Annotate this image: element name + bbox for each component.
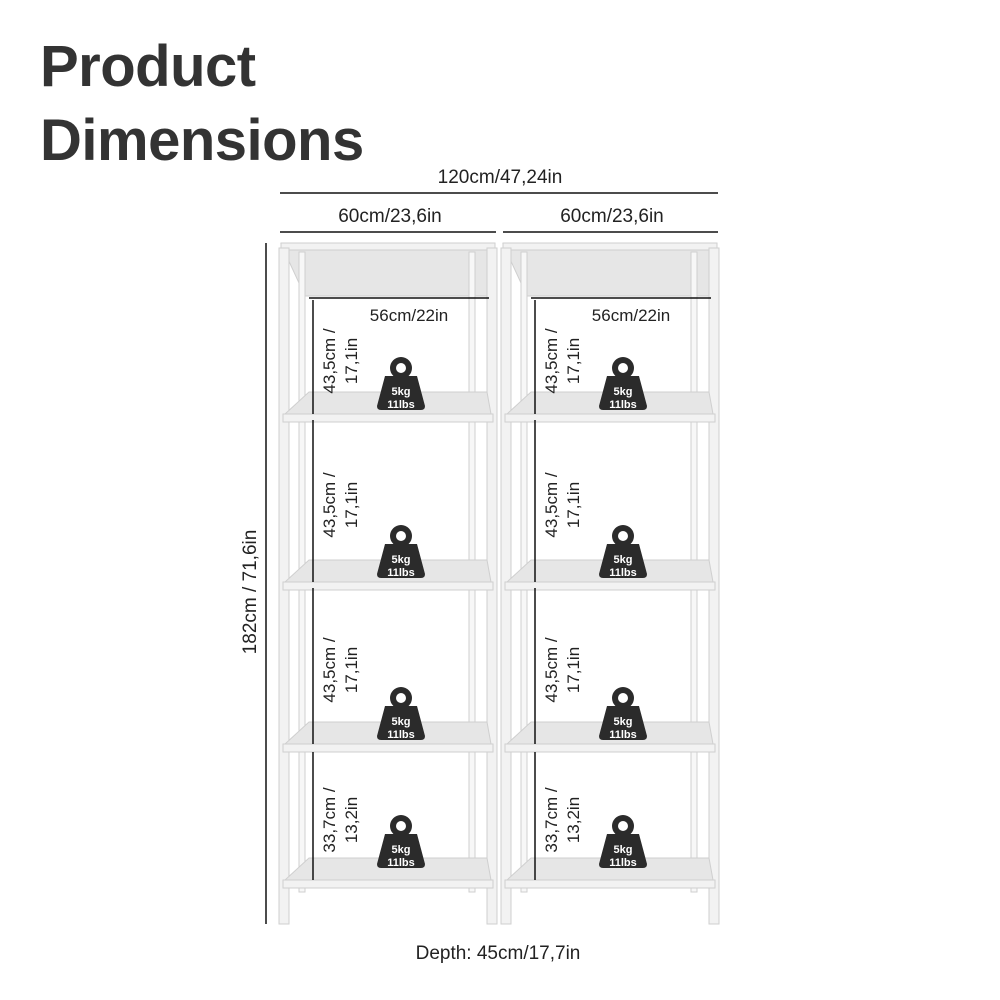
shelf-front-edge <box>282 743 494 753</box>
compartment-height-label-line-2: 17,1in <box>564 338 583 384</box>
weight-lbs-label: 11lbs <box>387 567 415 579</box>
top-panel <box>280 243 496 297</box>
top-rail <box>280 242 496 251</box>
shelf-front-edge <box>282 879 494 889</box>
top-rail <box>502 242 718 251</box>
shelf-front-edge <box>282 413 494 423</box>
weight-kg-label: 5kg <box>614 844 633 856</box>
total-width-label: 120cm/47,24in <box>438 167 563 188</box>
weight-kg-label: 5kg <box>392 386 411 398</box>
shelf-front-edge <box>504 413 716 423</box>
compartment-height-label-line-1: 33,7cm / <box>542 787 561 852</box>
weight-lbs-label: 11lbs <box>609 399 637 411</box>
compartment-height-label-line-1: 43,5cm / <box>320 637 339 702</box>
compartment-height-label-line-2: 13,2in <box>564 797 583 843</box>
shelf-front-edge <box>282 581 494 591</box>
compartment-height-label-line-1: 43,5cm / <box>320 472 339 537</box>
compartment-height-label-line-2: 17,1in <box>342 338 361 384</box>
shelf-front-edge <box>504 879 716 889</box>
shelf-front-edge <box>504 581 716 591</box>
height-label: 182cm / 71,6in <box>240 530 261 655</box>
depth-label: Depth: 45cm/17,7in <box>416 943 581 964</box>
weight-lbs-label: 11lbs <box>387 399 415 411</box>
weight-lbs-label: 11lbs <box>387 729 415 741</box>
weight-kg-label: 5kg <box>392 716 411 728</box>
weight-lbs-label: 11lbs <box>387 857 415 869</box>
title-line-1: Product <box>40 34 256 99</box>
page-title: Product Dimensions <box>40 30 364 178</box>
compartment-height-label-line-2: 17,1in <box>342 647 361 693</box>
compartment-height-label-line-1: 33,7cm / <box>320 787 339 852</box>
weight-lbs-label: 11lbs <box>609 857 637 869</box>
inner-width-label: 56cm/22in <box>592 306 670 325</box>
compartment-height-label-line-1: 43,5cm / <box>542 328 561 393</box>
weight-kg-label: 5kg <box>392 554 411 566</box>
weight-kg-label: 5kg <box>614 554 633 566</box>
top-panel <box>502 243 718 297</box>
compartment-height-label-line-1: 43,5cm / <box>320 328 339 393</box>
compartment-height-label-line-2: 17,1in <box>564 482 583 528</box>
shelf-front-edge <box>504 743 716 753</box>
inner-width-label: 56cm/22in <box>370 306 448 325</box>
compartment-height-label-line-1: 43,5cm / <box>542 637 561 702</box>
weight-kg-label: 5kg <box>614 386 633 398</box>
compartment-height-label-line-2: 17,1in <box>342 482 361 528</box>
weight-lbs-label: 11lbs <box>609 567 637 579</box>
compartment-height-label-line-2: 13,2in <box>342 797 361 843</box>
left-width-label: 60cm/23,6in <box>338 206 442 227</box>
weight-kg-label: 5kg <box>614 716 633 728</box>
compartment-height-label-line-1: 43,5cm / <box>542 472 561 537</box>
compartment-height-label-line-2: 17,1in <box>564 647 583 693</box>
title-line-2: Dimensions <box>40 108 364 173</box>
right-width-label: 60cm/23,6in <box>560 206 664 227</box>
weight-lbs-label: 11lbs <box>609 729 637 741</box>
weight-kg-label: 5kg <box>392 844 411 856</box>
